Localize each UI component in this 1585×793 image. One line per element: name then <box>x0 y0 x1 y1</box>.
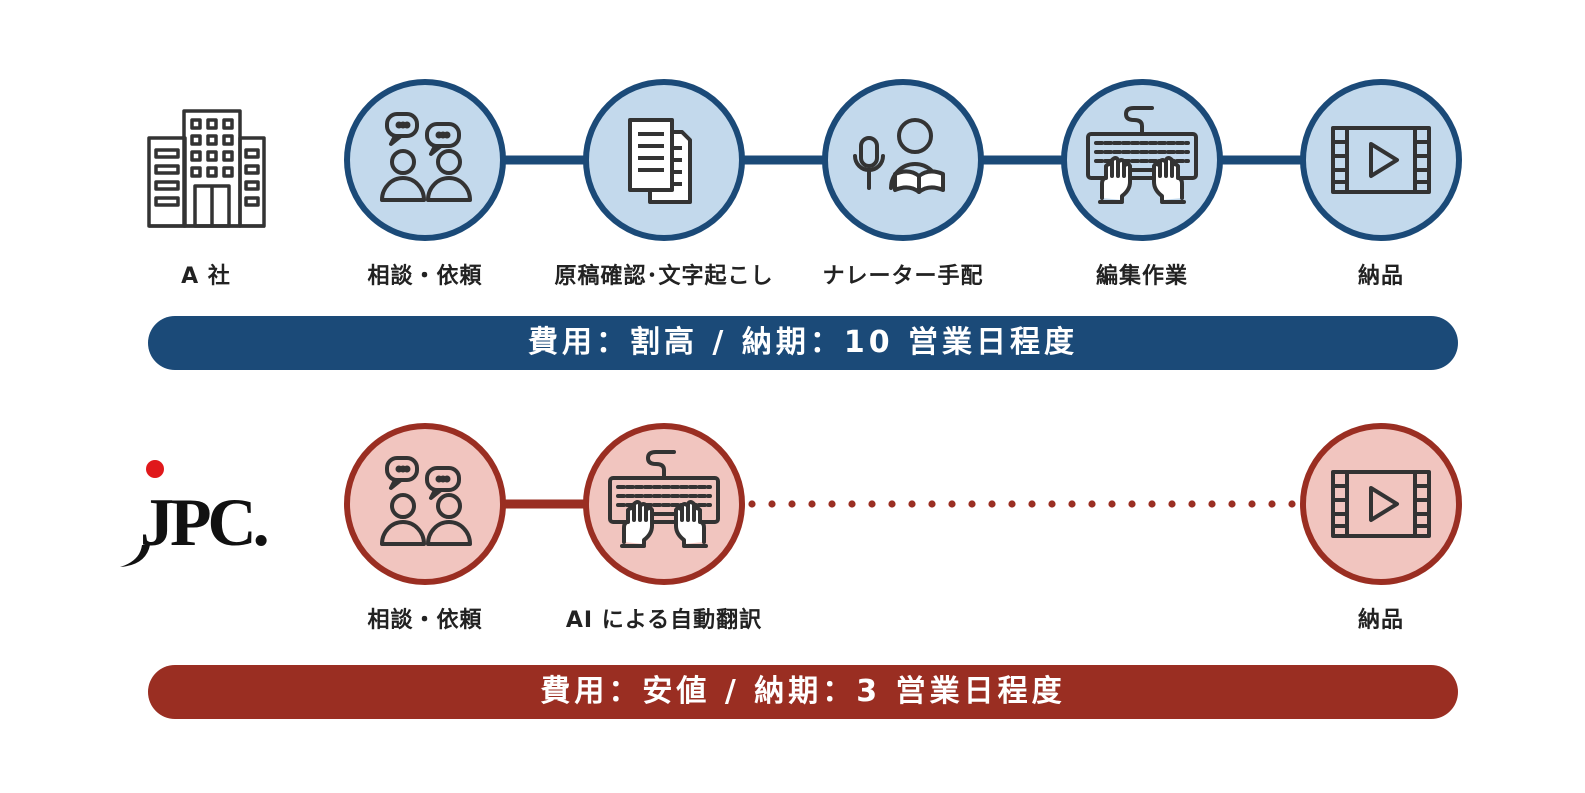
step-circle <box>344 423 506 585</box>
step-circle <box>344 79 506 241</box>
building-icon <box>147 109 266 228</box>
step-label: ナレーター手配 <box>822 264 984 289</box>
step-circle <box>1300 79 1462 241</box>
company-a-label: A 社 <box>181 264 231 289</box>
step-label: 相談・依頼 <box>367 608 483 633</box>
company-a-summary-text: 費用：割高 / 納期：10 営業日程度 <box>527 325 1079 360</box>
step-node <box>1300 79 1462 241</box>
step-node <box>822 79 984 241</box>
dotted-connector <box>748 500 1296 508</box>
jpc-logo: JPC. <box>120 460 272 567</box>
step-label: AI による自動翻訳 <box>565 608 763 633</box>
step-node <box>1061 79 1223 241</box>
step-circle <box>822 79 984 241</box>
step-node <box>344 423 506 585</box>
document-icon <box>628 118 692 204</box>
step-node <box>583 79 745 241</box>
step-label: 編集作業 <box>1095 264 1189 289</box>
company-a-summary-bar: 費用：割高 / 納期：10 営業日程度 <box>148 316 1458 370</box>
jpc-logo-text: JPC. <box>140 484 268 560</box>
step-label: 納品 <box>1357 608 1405 633</box>
step-node <box>344 79 506 241</box>
step-node <box>583 423 745 585</box>
step-label: 原稿確認･文字起こし <box>554 264 774 289</box>
jpc-summary-text: 費用：安値 / 納期：3 営業日程度 <box>540 674 1066 709</box>
jpc-summary-bar: 費用：安値 / 納期：3 営業日程度 <box>148 665 1458 719</box>
step-node <box>1300 423 1462 585</box>
step-label: 納品 <box>1357 264 1405 289</box>
step-label: 相談・依頼 <box>367 264 483 289</box>
step-circle <box>1300 423 1462 585</box>
